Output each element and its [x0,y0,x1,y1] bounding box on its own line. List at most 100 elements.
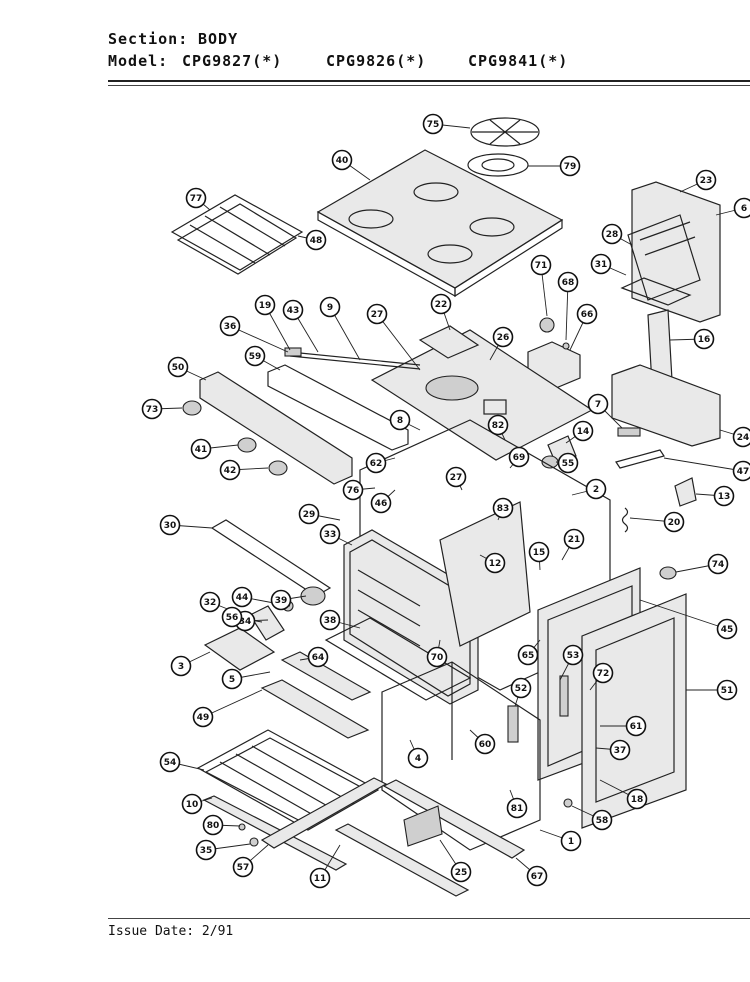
callout-circle [192,706,214,728]
callout-circle [716,618,738,640]
callout-30: 30 [159,514,181,536]
part-screw-80 [238,823,246,831]
callout-number: 43 [287,306,300,316]
callout-circle [591,809,613,831]
callout-number: 9 [327,303,333,313]
callout-71: 71 [530,254,552,276]
callout-circle [562,644,584,666]
callout-circle [195,839,217,861]
callout-13: 13 [713,485,735,507]
callout-number: 33 [324,530,337,540]
callout-33: 33 [319,523,341,545]
callout-18: 18 [626,788,648,810]
callout-number: 23 [700,176,713,186]
callout-number: 7 [595,400,601,410]
callout-circle [170,655,192,677]
callout-circle [254,294,276,316]
callout-circle [219,315,241,337]
callout-circle [342,479,364,501]
callout-number: 31 [595,260,608,270]
callout-68: 68 [557,271,579,293]
callout-circle [492,497,514,519]
part-burner-32 [249,605,285,641]
callout-69: 69 [508,446,530,468]
model-number-1: CPG9827(*) [182,52,283,70]
callout-5: 5 [221,668,243,690]
callout-number: 26 [497,333,510,343]
callout-11: 11 [309,867,331,889]
callout-24: 24 [732,426,750,448]
callout-number: 40 [336,156,349,166]
header-rule [108,80,750,82]
model-number-3: CPG9841(*) [468,52,569,70]
callout-27: 27 [445,466,467,488]
callout-21: 21 [563,528,585,550]
part-drawings [170,117,721,897]
callout-number: 30 [164,521,177,531]
callout-44: 44 [231,586,253,608]
callout-number: 52 [515,684,528,694]
callout-number: 55 [562,459,575,469]
callout-55: 55 [557,452,579,474]
part-heat-shield [203,627,276,671]
callout-circle [530,254,552,276]
callout-circle [430,293,452,315]
callout-number: 50 [172,363,185,373]
callout-number: 38 [324,616,337,626]
callout-number: 49 [197,713,210,723]
callout-circle [560,830,582,852]
callout-number: 53 [567,651,580,661]
callout-circle [199,591,221,613]
callout-circle [305,229,327,251]
part-front-trim-64 [280,651,372,701]
callout-82: 82 [487,414,509,436]
callout-circle [167,356,189,378]
callout-number: 75 [427,120,440,130]
callout-number: 34 [239,617,252,627]
part-bracket-47 [615,449,665,469]
callout-8: 8 [389,409,411,431]
callout-number: 29 [303,510,316,520]
callout-67: 67 [526,865,548,887]
part-burner-bowl [467,153,529,177]
callout-circle [307,646,329,668]
part-base-frame [381,661,541,851]
callout-45: 45 [716,618,738,640]
callout-number: 72 [597,669,610,679]
callout-53: 53 [562,644,584,666]
callout-number: 70 [431,653,444,663]
callout-38: 38 [319,609,341,631]
part-oven-door [537,567,687,829]
callout-number: 27 [450,473,463,483]
callout-circle [625,715,647,737]
exploded-parts-diagram: 7579402367748283171686616194392722263659… [141,113,750,897]
callout-leader-45 [639,599,728,630]
callout-79: 79 [559,155,581,177]
part-plug-74 [659,566,677,580]
callout-circle [270,589,292,611]
callout-15: 15 [528,541,550,563]
callout-number: 25 [455,868,468,878]
callout-circle [526,865,548,887]
callout-25: 25 [450,861,472,883]
callout-83: 83 [492,497,514,519]
callout-number: 56 [226,613,239,623]
callout-number: 41 [195,445,208,455]
callout-circle [319,609,341,631]
callout-circle [732,460,750,482]
callout-number: 1 [568,837,574,847]
callout-7: 7 [587,393,609,415]
callout-circle [244,345,266,367]
callout-circle [559,155,581,177]
callout-number: 61 [630,722,643,732]
callout-27: 27 [366,303,388,325]
callout-9: 9 [319,296,341,318]
callout-60: 60 [474,733,496,755]
callout-76: 76 [342,479,364,501]
callout-number: 51 [721,686,734,696]
callout-number: 45 [721,625,734,635]
callout-58: 58 [591,809,613,831]
callout-circle [506,797,528,819]
callout-circle [557,452,579,474]
